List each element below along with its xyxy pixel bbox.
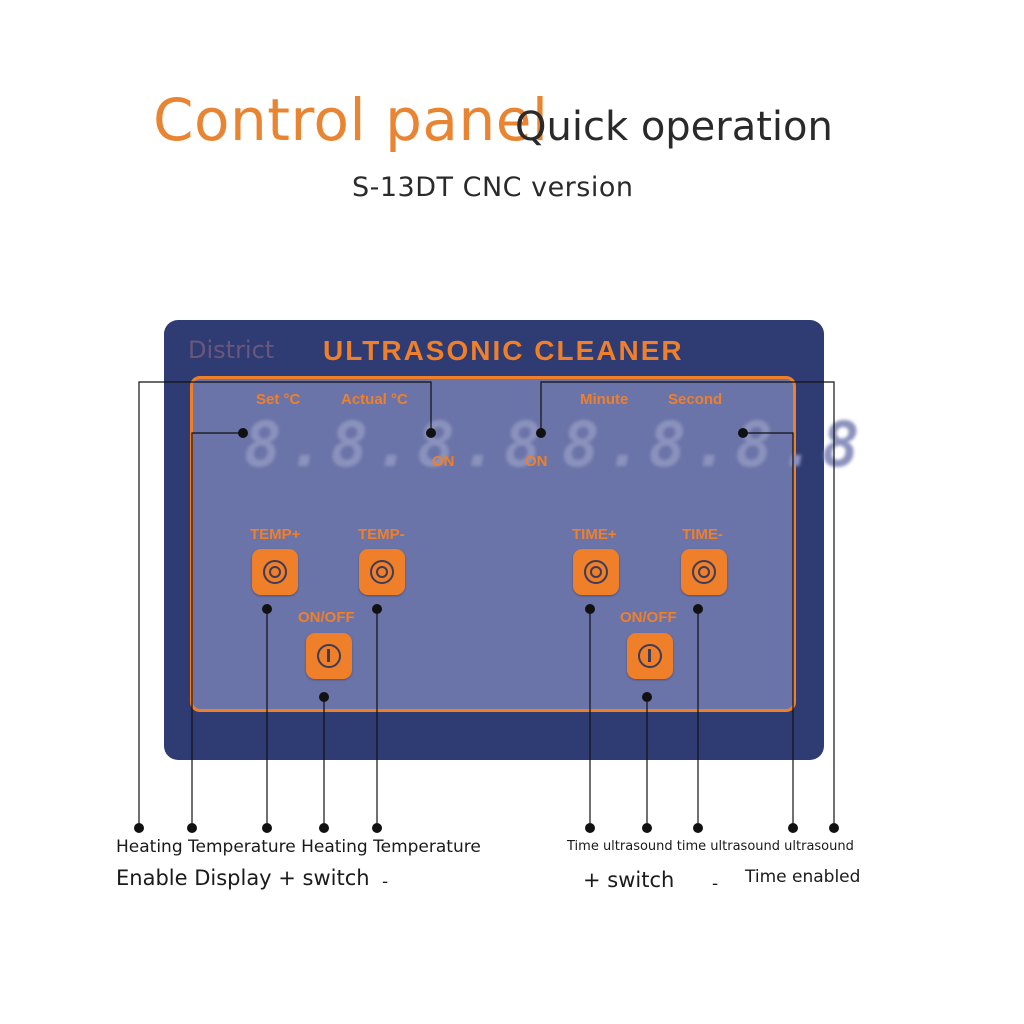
time-minus-label: TIME- bbox=[682, 526, 723, 543]
minute-label: Minute bbox=[580, 391, 629, 408]
right-onoff-label: ON/OFF bbox=[620, 609, 677, 626]
temp-minus-button[interactable] bbox=[359, 549, 405, 595]
dot-heating-switch bbox=[319, 692, 329, 702]
actual-temp-label: Actual °C bbox=[341, 391, 408, 408]
up-icon bbox=[584, 560, 608, 584]
heating-power-button[interactable] bbox=[306, 633, 352, 679]
dot-temp-plus bbox=[262, 604, 272, 614]
dot-ultrasound-indicator bbox=[536, 428, 546, 438]
dot-ultrasound-switch bbox=[642, 692, 652, 702]
left-caption-line2: Enable Display + switch bbox=[116, 866, 370, 890]
heating-on-indicator-label: ON bbox=[432, 453, 455, 470]
up-icon-center bbox=[269, 566, 281, 578]
left-caption-line1: Heating Temperature Heating Temperature bbox=[116, 837, 481, 857]
dot-heating-indicator bbox=[426, 428, 436, 438]
dot-time-display bbox=[738, 428, 748, 438]
down-icon-center bbox=[376, 566, 388, 578]
ultrasound-on-indicator-label: ON bbox=[525, 453, 548, 470]
leader-ultrasound-enable bbox=[540, 381, 835, 828]
power-icon-bar bbox=[648, 649, 651, 662]
right-caption-time-enabled: Time enabled bbox=[745, 867, 861, 887]
leader-time-display bbox=[743, 432, 794, 828]
up-icon-center bbox=[590, 566, 602, 578]
right-caption-minus: - bbox=[712, 874, 719, 894]
dot-temp-display bbox=[238, 428, 248, 438]
down-icon bbox=[370, 560, 394, 584]
up-icon bbox=[263, 560, 287, 584]
brand-label: ULTRASONIC CLEANER bbox=[323, 335, 684, 366]
time-minus-button[interactable] bbox=[681, 549, 727, 595]
second-label: Second bbox=[668, 391, 723, 408]
right-caption-switch: + switch bbox=[583, 868, 675, 892]
dot-time-minus bbox=[693, 604, 703, 614]
title-control-panel: Control panel bbox=[153, 86, 549, 154]
leader-temp-display bbox=[191, 432, 243, 828]
down-icon bbox=[692, 560, 716, 584]
temp-plus-button[interactable] bbox=[252, 549, 298, 595]
time-plus-label: TIME+ bbox=[572, 526, 617, 543]
temp-plus-label: TEMP+ bbox=[250, 526, 301, 543]
down-icon-center bbox=[698, 566, 710, 578]
right-caption-line1: Time ultrasound time ultrasound ultrasou… bbox=[567, 839, 854, 854]
dot-time-plus bbox=[585, 604, 595, 614]
left-caption-minus: - bbox=[382, 872, 389, 892]
dot-temp-minus bbox=[372, 604, 382, 614]
control-panel-face bbox=[190, 376, 796, 712]
power-icon bbox=[317, 644, 341, 668]
time-display: 8.8.8.8 bbox=[562, 408, 866, 481]
ultrasound-power-button[interactable] bbox=[627, 633, 673, 679]
set-temp-label: Set °C bbox=[256, 391, 301, 408]
temp-minus-label: TEMP- bbox=[358, 526, 405, 543]
district-label: District bbox=[188, 336, 275, 364]
model-subtitle: S-13DT CNC version bbox=[352, 172, 634, 203]
leader-heating-enable bbox=[138, 381, 432, 828]
power-icon-bar bbox=[327, 649, 330, 662]
time-plus-button[interactable] bbox=[573, 549, 619, 595]
power-icon bbox=[638, 644, 662, 668]
temperature-display: 8.8.8.8 bbox=[244, 408, 548, 481]
title-quick-operation: Quick operation bbox=[515, 104, 833, 150]
left-onoff-label: ON/OFF bbox=[298, 609, 355, 626]
